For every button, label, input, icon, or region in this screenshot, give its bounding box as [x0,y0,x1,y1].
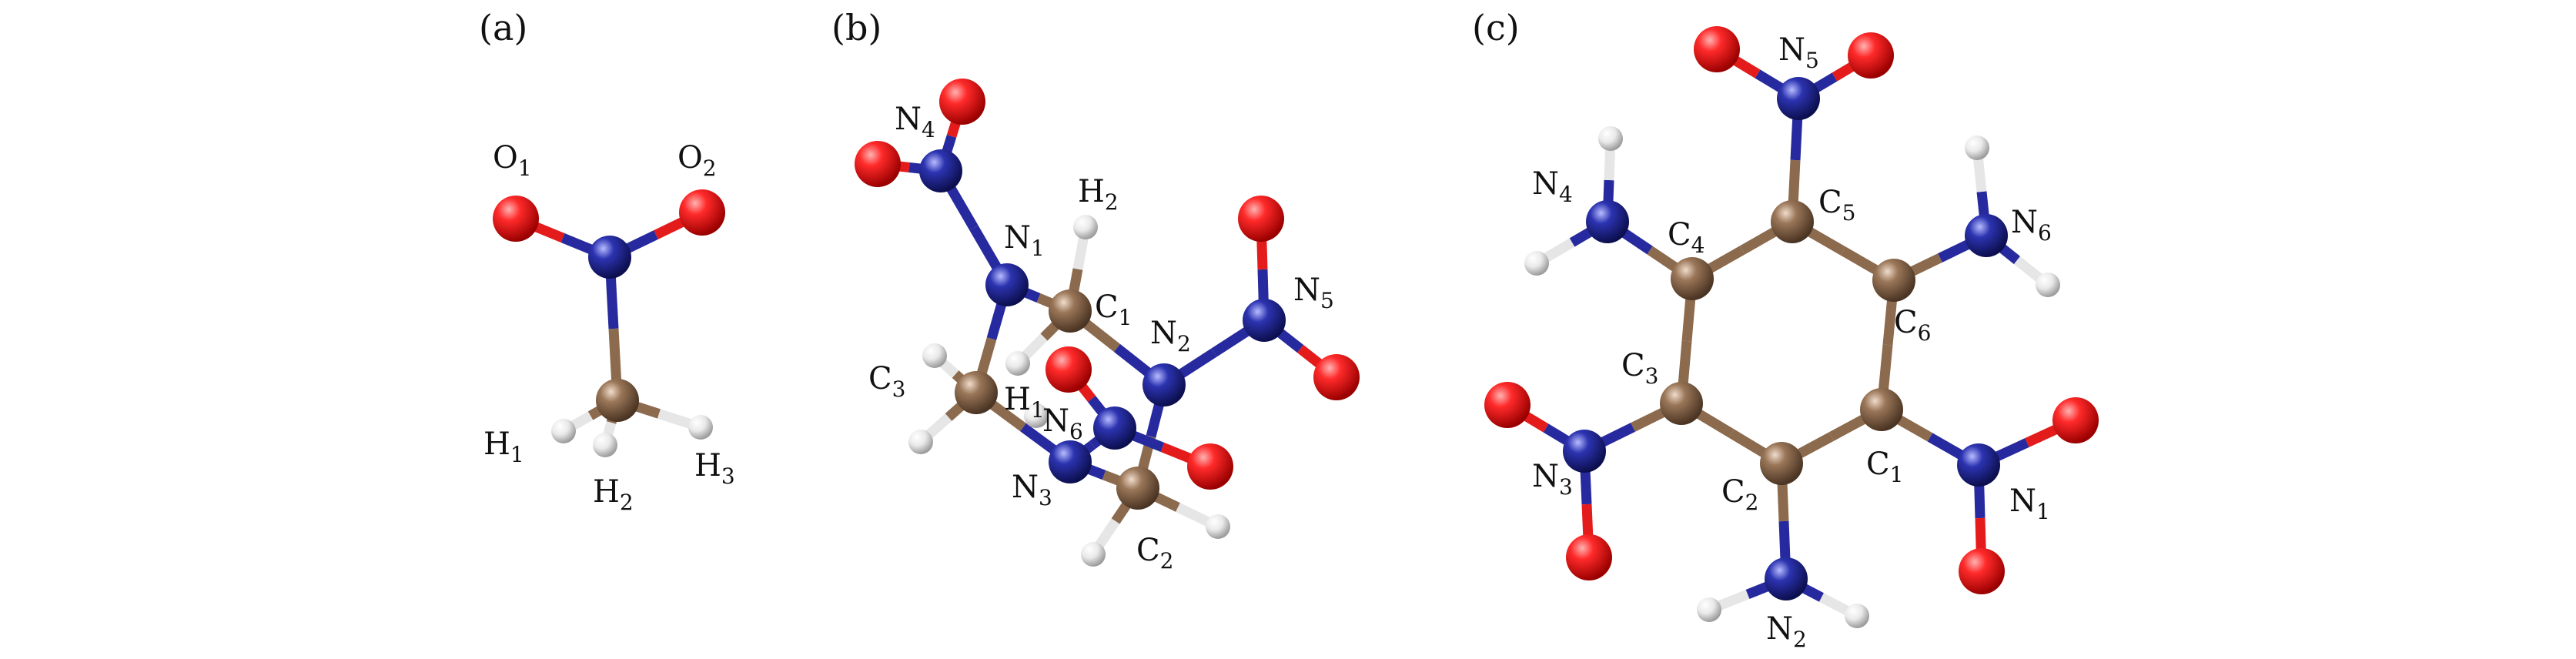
atom-label-c-N3: N3 [1532,459,1573,500]
atom-c-C5 [1771,200,1814,243]
atom-c-N3 [1563,430,1606,473]
atom-b-C3 [955,371,998,414]
panel-a-label: (a) [479,7,527,49]
atom-b-O4b [855,141,901,187]
panel-b: (b) N4 N1 H2 C1 N2 N5 C3 H1 N6 N3 C2 [831,7,1360,574]
atom-b-N3 [1049,440,1092,483]
atom-label-c-C6: C6 [1894,305,1931,346]
atom-label-c-C2: C2 [1721,474,1758,515]
atom-c-N4 [1586,200,1629,243]
atom-c-H4a [1598,126,1623,151]
atom-label-b-N1: N1 [1004,220,1045,261]
atom-c-C4 [1671,257,1714,300]
atom-c-N6 [1965,214,2008,257]
atom-b-Hc1 [1005,351,1030,376]
atom-label-c-C4: C4 [1668,217,1705,258]
atom-c-O1a [2052,397,2099,443]
atom-c-O3a [1484,382,1531,428]
atom-b-H2 [1073,215,1098,239]
atom-label-b-C3: C3 [868,361,905,402]
panel-c-atom-labels: N5 N4 C4 C5 N6 C6 C3 N3 C2 C1 N1 N2 [1532,32,2052,652]
atom-b-C2 [1116,467,1159,510]
atom-b-N1 [985,263,1029,306]
atom-label-b-N3: N3 [1012,470,1052,510]
atom-label-a-H2: H2 [593,474,634,515]
atom-c-O3b [1566,534,1612,580]
atom-label-a-O1: O1 [493,140,532,181]
atom-c-C6 [1872,259,1915,302]
atom-label-a-O2: O2 [677,140,717,181]
atom-label-a-H1: H1 [483,427,524,467]
atom-label-c-N1: N1 [2009,483,2050,524]
atom-label-c-C5: C5 [1818,185,1855,226]
atom-label-b-C1: C1 [1095,289,1132,330]
panel-b-atoms [855,79,1360,567]
atom-a-H3 [688,415,713,440]
atom-label-a-H3: H3 [694,448,735,489]
panel-c-bonds [1504,45,2078,621]
atom-c-C1 [1860,388,1903,431]
atom-label-b-H2: H2 [1078,174,1119,215]
atom-a-O2 [679,189,725,236]
panel-b-label: (b) [831,7,882,49]
atom-label-b-N4: N4 [895,102,935,142]
atom-c-H4b [1524,251,1549,276]
atom-c-H2a [1697,597,1721,622]
atom-b-Hc3a [922,343,947,368]
atom-c-H2b [1845,604,1869,628]
atom-c-O5a [1694,26,1740,72]
atom-label-c-C3: C3 [1621,348,1658,389]
atom-a-N [588,236,631,279]
atom-b-N2 [1142,363,1186,406]
atom-c-N2 [1765,557,1808,600]
atom-b-C1 [1049,289,1092,333]
atom-b-O6b [1187,443,1233,490]
atom-label-c-N6: N6 [2011,205,2052,246]
atom-b-O4a [939,79,985,125]
atom-c-N1 [1957,443,2000,487]
atom-label-b-H1: H1 [1004,382,1045,423]
panel-a-atom-labels: O1 O2 H1 H2 H3 [483,140,735,515]
atom-label-b-C2: C2 [1136,533,1173,574]
atom-a-H2 [593,433,617,457]
atom-c-H6a [1965,135,1989,160]
atom-b-Hc3b [908,430,933,454]
atom-b-N4 [919,149,962,192]
panel-c: (c) N5 N4 C4 C5 N6 C6 C3 N3 C2 C1 N1 N2 [1472,7,2099,652]
atom-c-C3 [1660,382,1703,425]
atom-b-O6a [1045,346,1092,393]
atom-b-N6 [1093,406,1136,450]
atom-c-C2 [1760,442,1803,485]
atom-label-c-N2: N2 [1766,611,1807,652]
atom-a-O1 [493,196,539,242]
atom-c-O1b [1959,548,2005,594]
atom-a-C [596,379,639,422]
panel-c-label: (c) [1472,7,1520,49]
atom-b-Hc2b [1081,542,1106,567]
atom-b-H1 [1024,403,1049,428]
atom-c-H6b [2036,273,2060,297]
atom-b-O5a [1238,196,1284,242]
atom-label-c-C1: C1 [1866,447,1903,487]
atom-c-N5 [1777,77,1820,120]
atom-c-O5b [1848,32,1894,79]
atom-label-c-N5: N5 [1778,32,1819,73]
atom-b-N5 [1243,299,1286,342]
atom-label-c-N4: N4 [1532,166,1573,207]
atom-label-b-N5: N5 [1293,273,1334,313]
atom-b-Hc2a [1206,514,1230,539]
atom-a-H1 [551,419,576,443]
panel-b-atom-labels: N4 N1 H2 C1 N2 N5 C3 H1 N6 N3 C2 [868,102,1334,574]
atom-label-b-N6: N6 [1042,403,1083,444]
atom-b-O5b [1313,354,1360,400]
atom-label-b-N2: N2 [1150,316,1191,356]
panel-c-atoms [1484,26,2099,628]
panel-a-atoms [493,189,725,457]
panel-a: (a) O1 O2 H1 H2 H3 [479,7,735,515]
